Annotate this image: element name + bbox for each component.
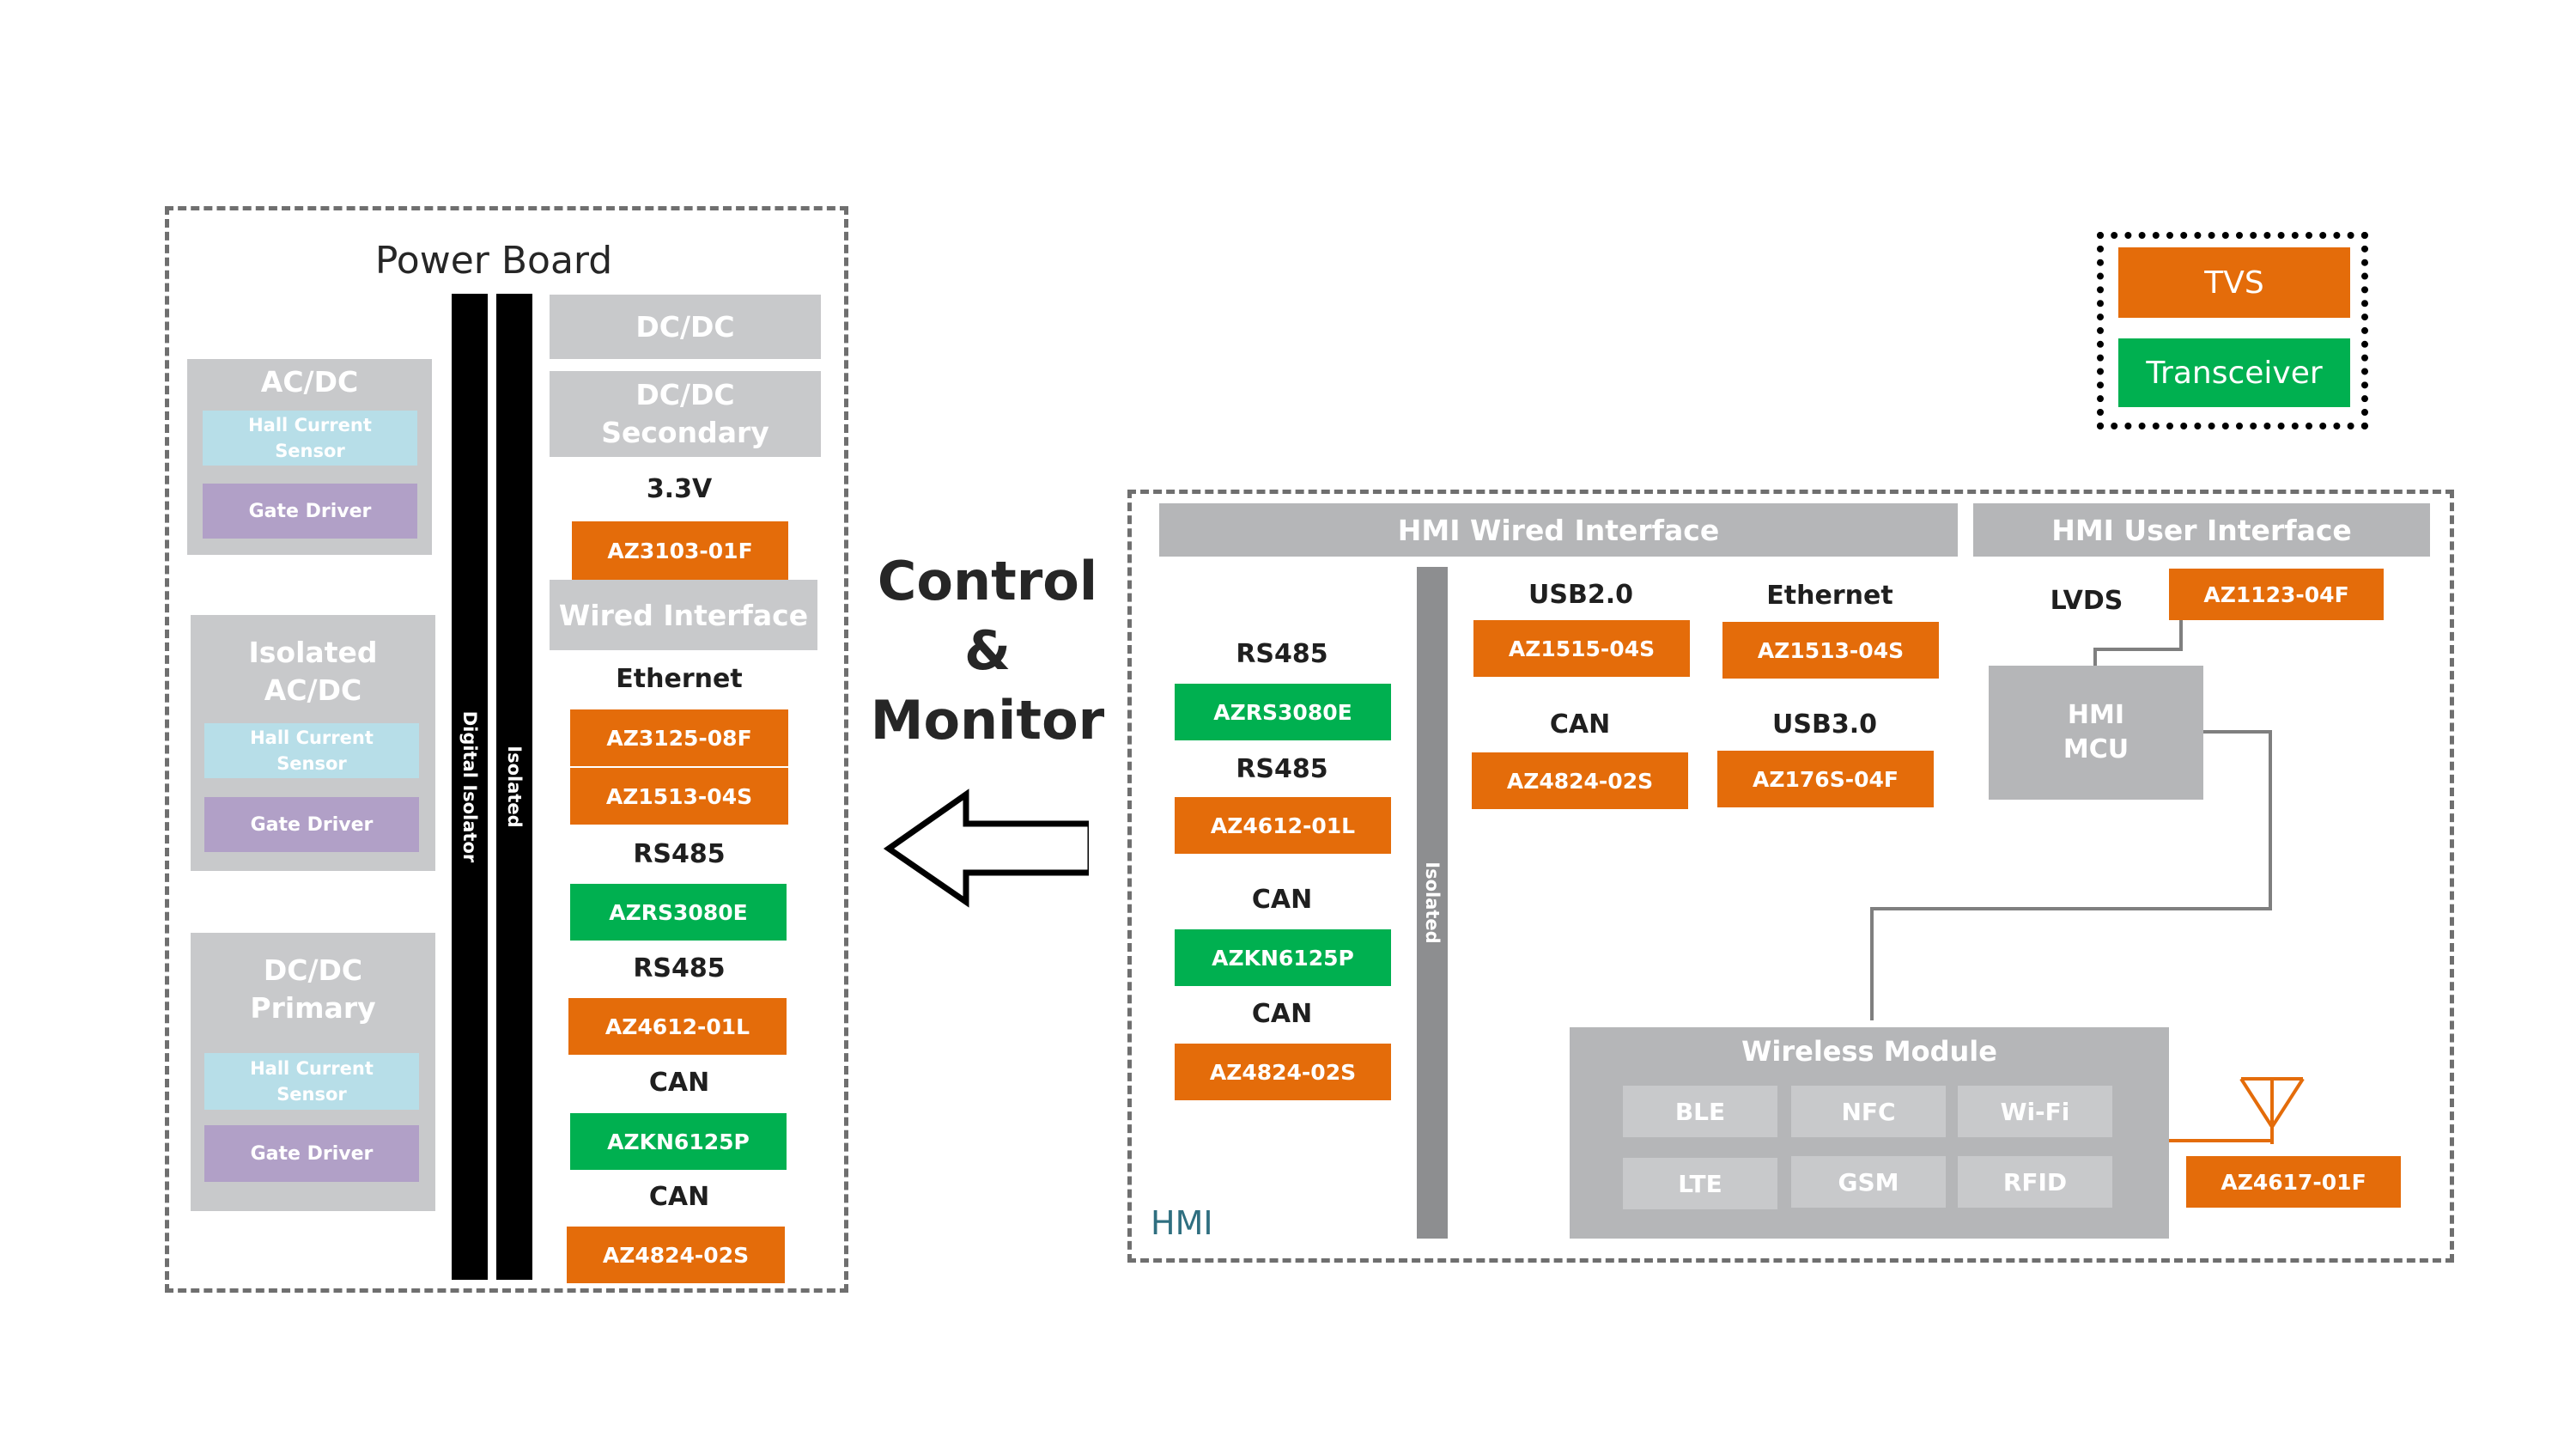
hmi-ethernet-tvs: AZ1513-04S: [1722, 622, 1939, 679]
legend-transceiver: Transceiver: [2118, 338, 2350, 407]
isolated-bar: Isolated: [496, 294, 532, 1280]
wireless-item-wifi: Wi-Fi: [1958, 1086, 2112, 1137]
wireless-item-gsm: GSM: [1791, 1156, 1946, 1208]
ethernet-tvs-2: AZ1513-04S: [570, 768, 788, 825]
lvds-label: LVDS: [2050, 586, 2123, 616]
can-transceiver: AZKN6125P: [570, 1113, 787, 1170]
hmi-frame: [1127, 490, 2454, 1263]
usb3-label: USB3.0: [1772, 709, 1877, 740]
rs485-transceiver: AZRS3080E: [570, 884, 787, 941]
hmi-label: HMI: [1151, 1204, 1213, 1242]
dcdc-primary-gate-driver: Gate Driver: [204, 1125, 419, 1182]
isolated-acdc-title: Isolated AC/DC: [248, 636, 378, 707]
dcdc-secondary-block: DC/DC Secondary: [550, 371, 821, 457]
rs485-label-2: RS485: [633, 953, 726, 983]
antenna-icon: [2239, 1077, 2305, 1144]
rs485-label-1: RS485: [633, 839, 726, 869]
lvds-tvs: AZ1123-04F: [2169, 569, 2384, 620]
hmi-can-label-1: CAN: [1251, 885, 1313, 915]
hmi-can-label-2: CAN: [1251, 999, 1313, 1029]
hmi-isolated-bar: Isolated: [1417, 567, 1448, 1239]
antenna-tvs: AZ4617-01F: [2186, 1156, 2401, 1208]
hmi-ethernet-label: Ethernet: [1766, 581, 1893, 611]
acdc-hall-sensor: Hall Current Sensor: [203, 411, 417, 466]
legend-tvs: TVS: [2118, 247, 2350, 318]
can-label-2: CAN: [648, 1182, 710, 1212]
power-board-title: Power Board: [374, 239, 613, 283]
usb2-tvs: AZ1515-04S: [1473, 620, 1690, 677]
hmi-can-tvs-3: AZ4824-02S: [1472, 752, 1688, 809]
ethernet-label: Ethernet: [616, 664, 743, 694]
v33-label: 3.3V: [646, 474, 713, 504]
can-label-1: CAN: [648, 1068, 710, 1098]
can-tvs: AZ4824-02S: [567, 1227, 785, 1283]
dcdc-primary-title: DC/DC Primary: [250, 953, 376, 1025]
hmi-can-label-3: CAN: [1549, 709, 1611, 740]
hmi-wired-interface-header: HMI Wired Interface: [1159, 503, 1958, 557]
hmi-can-transceiver: AZKN6125P: [1175, 929, 1391, 986]
usb2-label: USB2.0: [1528, 580, 1633, 610]
wireless-module-title: Wireless Module: [1741, 1035, 1997, 1068]
usb3-tvs: AZ176S-04F: [1717, 751, 1934, 807]
legend-frame: [2097, 232, 2368, 429]
hmi-mcu-block: HMI MCU: [1989, 666, 2203, 800]
hmi-rs485-label-1: RS485: [1236, 639, 1328, 669]
left-arrow-icon: [883, 788, 1089, 908]
digital-isolator-bar: Digital Isolator: [452, 294, 488, 1280]
isolated-acdc-hall-sensor: Hall Current Sensor: [204, 723, 419, 778]
hmi-rs485-label-2: RS485: [1236, 754, 1328, 784]
wireless-item-ble: BLE: [1623, 1086, 1777, 1137]
hmi-rs485-transceiver: AZRS3080E: [1175, 684, 1391, 740]
v33-tvs: AZ3103-01F: [572, 521, 788, 580]
rs485-tvs: AZ4612-01L: [568, 998, 787, 1055]
power-board-frame: [165, 206, 848, 1293]
dcdc-block: DC/DC: [550, 295, 821, 359]
dcdc-primary-hall-sensor: Hall Current Sensor: [204, 1053, 419, 1110]
control-monitor-text: Control & Monitor: [870, 550, 1105, 752]
hmi-rs485-tvs: AZ4612-01L: [1175, 797, 1391, 854]
wireless-item-lte: LTE: [1623, 1158, 1777, 1209]
isolated-acdc-gate-driver: Gate Driver: [204, 797, 419, 852]
wired-interface-block: Wired Interface: [550, 580, 817, 650]
acdc-title: AC/DC: [260, 365, 359, 399]
hmi-user-interface-header: HMI User Interface: [1973, 503, 2430, 557]
wireless-item-nfc: NFC: [1791, 1086, 1946, 1137]
acdc-gate-driver: Gate Driver: [203, 484, 417, 539]
hmi-can-tvs: AZ4824-02S: [1175, 1044, 1391, 1100]
wireless-item-rfid: RFID: [1958, 1156, 2112, 1208]
ethernet-tvs-1: AZ3125-08F: [570, 709, 788, 766]
